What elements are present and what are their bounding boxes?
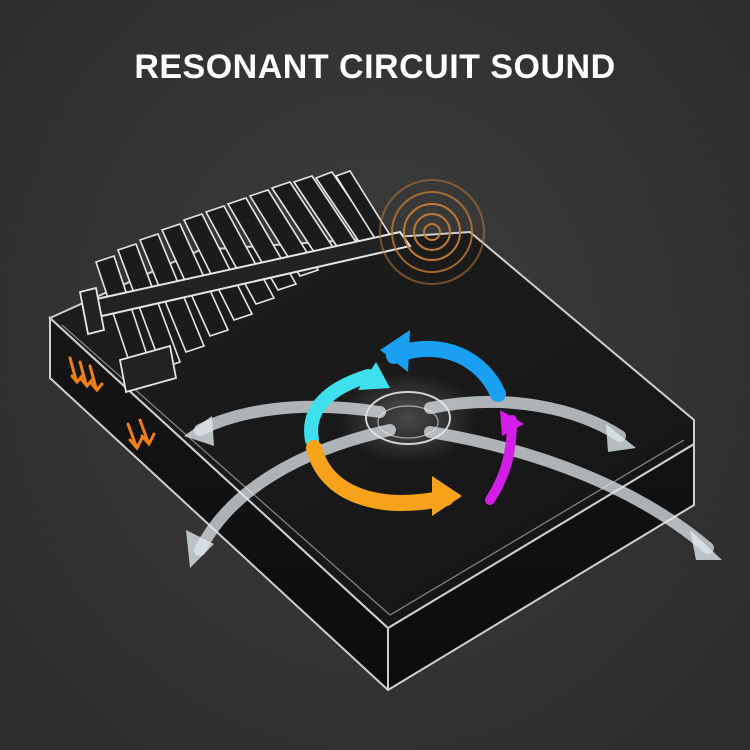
vibration-arrows — [68, 356, 156, 451]
arrowhead-right — [606, 424, 636, 452]
sound-hole — [338, 372, 478, 464]
arrowhead-blue — [380, 330, 410, 372]
arrowhead-left — [184, 416, 214, 446]
arrow-orange — [306, 440, 454, 511]
arrowhead-orange — [432, 476, 462, 516]
airflow-arrow-bottom-left — [194, 424, 396, 556]
sound-wave-icon — [379, 179, 485, 285]
arrowhead-cyan — [358, 362, 390, 390]
vibration-arrow-group-1 — [68, 356, 104, 393]
body-bevel-line — [61, 324, 685, 616]
airflow-arrow-right — [424, 395, 626, 442]
bridge-bar — [78, 230, 412, 394]
airflow-arrowheads — [184, 416, 722, 568]
vibration-arrow-group-2 — [126, 418, 156, 451]
arrowhead-magenta — [500, 410, 524, 436]
headline: RESONANT CIRCUIT SOUND — [134, 48, 616, 86]
circulation-arrowheads — [358, 330, 524, 516]
airflow-arrow-left — [194, 400, 386, 436]
airflow-arrows — [194, 395, 714, 556]
arrowhead-bottom-right — [690, 530, 722, 560]
arrowhead-bottom-left — [186, 530, 214, 568]
arrow-cyan — [304, 369, 375, 447]
airflow-arrow-bottom-right — [424, 426, 714, 554]
